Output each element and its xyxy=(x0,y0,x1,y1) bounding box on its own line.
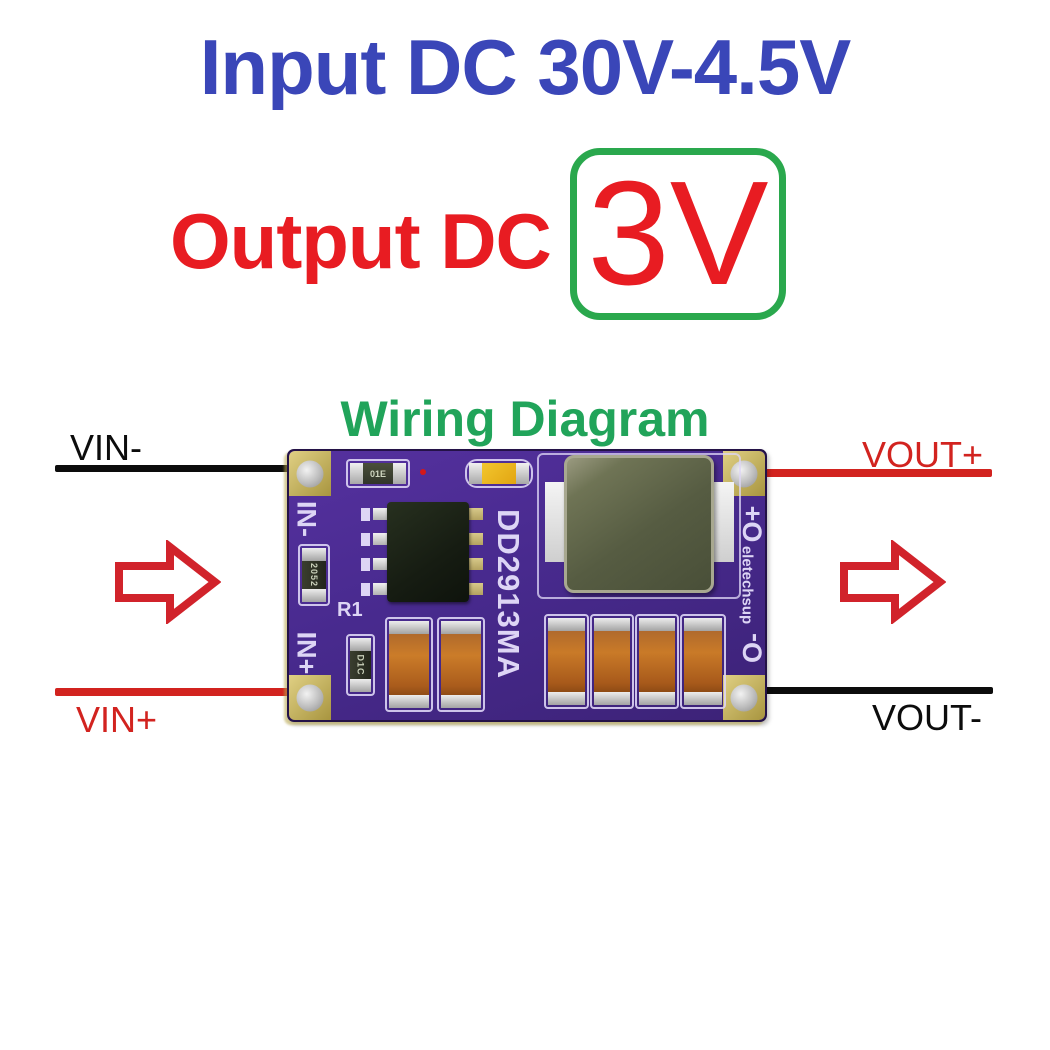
resistor-marking: D1C xyxy=(355,654,366,676)
pin-label-in-neg: IN- xyxy=(291,501,322,537)
wiring-diagram-heading: Wiring Diagram xyxy=(340,391,710,447)
resistor-2052: 2052 xyxy=(298,544,330,606)
capacitor xyxy=(590,614,634,709)
vout-pos-wire xyxy=(750,469,992,477)
output-voltage-label: Output DC xyxy=(170,197,552,285)
vin-neg-label: VIN- xyxy=(70,427,142,468)
ic-pin xyxy=(469,508,483,520)
led-terminal xyxy=(469,463,482,484)
ic-silkscreen-mark xyxy=(361,583,370,596)
pad-hole xyxy=(730,460,758,487)
capacitor xyxy=(635,614,679,709)
pcb-board: IN- IN+ O+ O- eletechsup DD2913MA R1 01E xyxy=(287,449,768,722)
corner-pad-bottom-right xyxy=(723,675,765,720)
pin-label-out-pos: O+ xyxy=(737,505,768,543)
vout-neg-wire xyxy=(748,687,993,694)
ic-silkscreen-mark xyxy=(361,533,370,546)
vout-neg-label: VOUT- xyxy=(872,697,983,738)
resistor-marking: 01E xyxy=(363,463,393,484)
resistor-terminal xyxy=(350,679,372,692)
resistor-marking: 2052 xyxy=(309,562,320,588)
output-voltage-value: 3V xyxy=(587,151,769,316)
output-voltage-badge: 3V xyxy=(570,148,786,320)
inductor-solder-pad xyxy=(713,482,734,562)
red-dot-marker xyxy=(420,469,426,475)
vin-neg-wire xyxy=(55,465,311,472)
ic-pin xyxy=(469,583,483,595)
resistor-terminal xyxy=(393,463,406,484)
ic-silkscreen-mark xyxy=(361,558,370,571)
led xyxy=(465,459,533,488)
model-label: DD2913MA xyxy=(491,509,526,679)
resistor-d1c: D1C xyxy=(346,634,375,696)
led-lens xyxy=(482,463,516,484)
input-voltage-title: Input DC 30V-4.5V xyxy=(199,23,852,111)
ic-silkscreen-mark xyxy=(361,508,370,521)
pin-label-out-neg: O- xyxy=(737,633,768,663)
led-terminal xyxy=(516,463,529,484)
capacitor xyxy=(385,617,433,712)
ic-pin xyxy=(469,558,483,570)
corner-pad-bottom-left xyxy=(289,675,331,720)
inductor-silkscreen-outline xyxy=(537,453,741,599)
resistor-terminal xyxy=(350,638,372,651)
corner-pad-top-left xyxy=(289,451,331,496)
inductor xyxy=(564,455,714,593)
r1-designator-label: R1 xyxy=(337,599,363,621)
vout-pos-label: VOUT+ xyxy=(862,434,984,475)
resistor-terminal xyxy=(302,548,327,561)
pad-hole xyxy=(730,684,758,711)
ic-pin xyxy=(469,533,483,545)
pad-hole xyxy=(296,684,324,711)
resistor-terminal xyxy=(302,589,327,602)
ic-pin xyxy=(373,533,387,545)
ic-pin xyxy=(373,583,387,595)
pin-label-in-pos: IN+ xyxy=(291,631,322,675)
output-flow-right-arrow-icon xyxy=(840,540,946,624)
ic-pin xyxy=(373,508,387,520)
ic-pin xyxy=(373,558,387,570)
pad-hole xyxy=(296,460,324,487)
capacitor xyxy=(437,617,485,712)
ic-chip xyxy=(387,502,469,602)
resistor-terminal xyxy=(350,463,363,484)
inductor-solder-pad xyxy=(545,482,567,562)
input-flow-right-arrow-icon xyxy=(115,540,221,624)
capacitor xyxy=(544,614,589,709)
vin-pos-wire xyxy=(55,688,307,696)
brand-label: eletechsup xyxy=(738,545,756,625)
vin-pos-label: VIN+ xyxy=(76,699,158,740)
capacitor xyxy=(680,614,726,709)
resistor-01e: 01E xyxy=(346,459,410,488)
